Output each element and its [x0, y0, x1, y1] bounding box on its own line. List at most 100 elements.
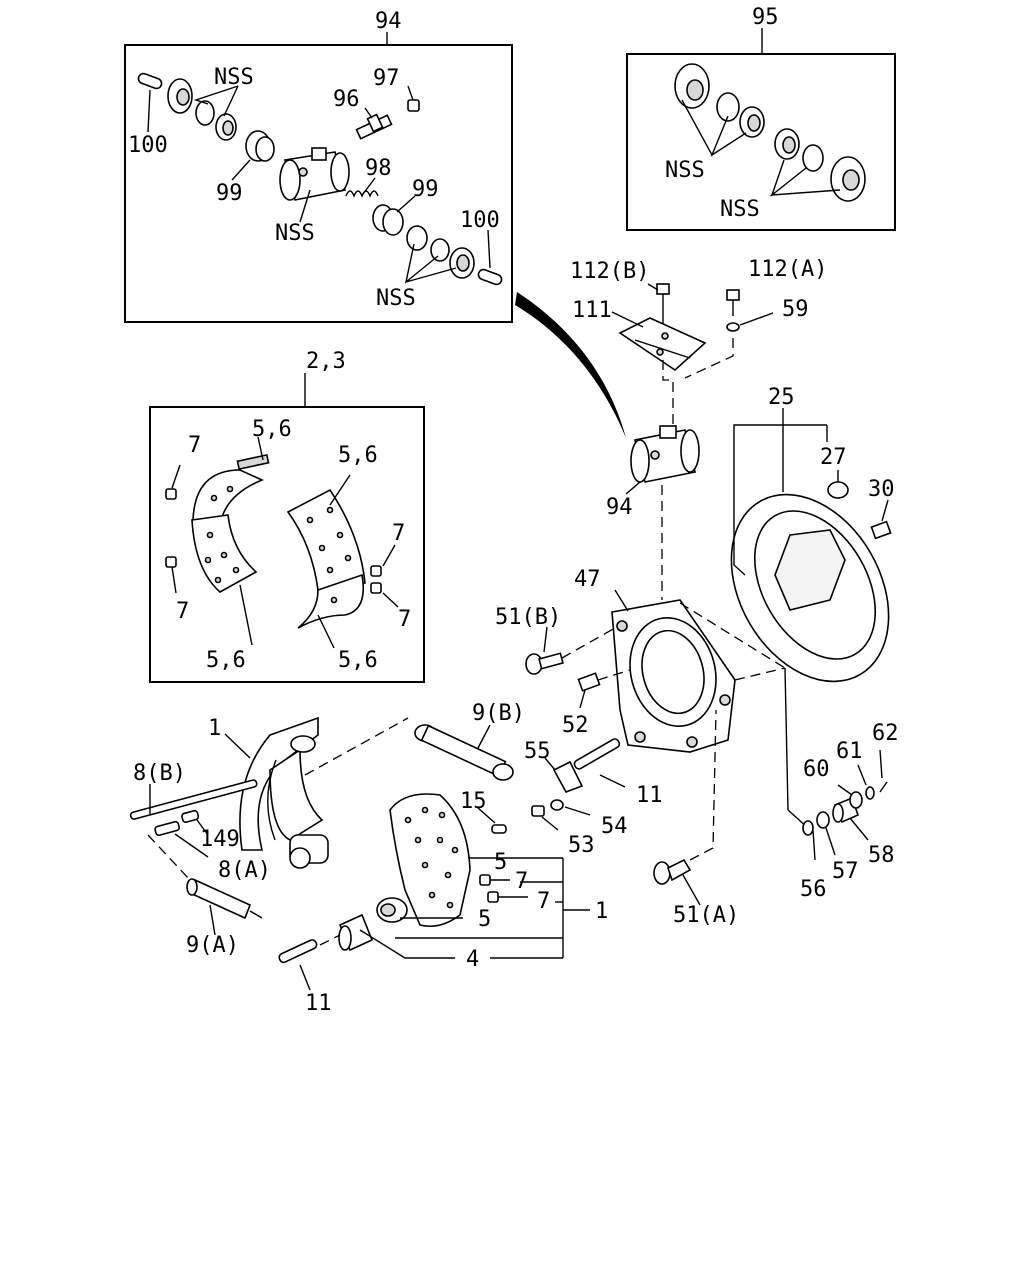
seal-ring-left — [195, 100, 215, 126]
label-52: 52 — [562, 713, 589, 738]
label-112a: 112(A) — [748, 257, 827, 282]
pin-100-left — [137, 72, 163, 90]
label-59: 59 — [782, 297, 809, 322]
label-nss-top: NSS — [214, 65, 254, 90]
rivet-7-a — [165, 488, 177, 500]
label-51a: 51(A) — [673, 903, 739, 928]
pin-11-bottom — [278, 939, 318, 964]
label-7-d: 7 — [398, 607, 411, 632]
label-60: 60 — [803, 757, 830, 782]
spring-98 — [345, 190, 379, 198]
label-5-6-bottom-right: 5,6 — [338, 648, 378, 673]
label-62: 62 — [872, 721, 899, 746]
label-51b: 51(B) — [495, 605, 561, 630]
shoe-assembly-1-left — [239, 716, 329, 869]
label-nss-kit-right: NSS — [720, 197, 760, 222]
pin-15 — [491, 824, 507, 834]
label-5-6-bottom-left: 5,6 — [206, 648, 246, 673]
wheel-cylinder-94 — [630, 425, 700, 483]
label-30: 30 — [868, 477, 895, 502]
bleeder-screw-96 — [355, 113, 393, 140]
label-111: 111 — [572, 298, 612, 323]
part-labels: 94 95 97 96 100 99 98 99 100 NSS NSS NSS… — [128, 5, 899, 1016]
label-7-b: 7 — [176, 599, 189, 624]
label-25: 25 — [768, 385, 795, 410]
bolt-52 — [577, 672, 601, 692]
label-53: 53 — [568, 833, 595, 858]
label-7-c: 7 — [392, 521, 405, 546]
label-149: 149 — [200, 827, 240, 852]
label-96: 96 — [333, 87, 360, 112]
label-8b: 8(B) — [133, 761, 186, 786]
cap-97 — [407, 99, 420, 112]
plate-111 — [618, 317, 707, 372]
label-61: 61 — [836, 739, 863, 764]
pin-8b — [129, 779, 258, 820]
rivet-7-e — [479, 874, 491, 886]
bolt-112b — [656, 283, 670, 295]
brake-shoe-box-group — [149, 373, 425, 683]
label-99-left: 99 — [216, 181, 243, 206]
label-nss-body: NSS — [275, 221, 315, 246]
label-15: 15 — [460, 789, 487, 814]
pin-9b — [414, 724, 514, 781]
washer-61 — [865, 786, 875, 800]
label-2-3: 2,3 — [306, 349, 346, 374]
shoe-right — [286, 488, 366, 629]
shoe-assembly-right — [376, 793, 471, 928]
label-9a: 9(A) — [186, 933, 239, 958]
washer-54 — [550, 799, 564, 811]
washer-59 — [726, 322, 740, 332]
bolt-53 — [531, 805, 545, 817]
label-94-cylinder: 94 — [606, 495, 633, 520]
wheel-cylinder-kit-box — [124, 44, 513, 323]
repair-kit-group — [626, 28, 896, 231]
adjuster-parts — [802, 781, 888, 836]
label-58: 58 — [868, 843, 895, 868]
label-5-6-top-left: 5,6 — [252, 417, 292, 442]
label-4: 4 — [466, 947, 479, 972]
label-1-left: 1 — [208, 716, 221, 741]
rivet-7-f — [487, 891, 499, 903]
bushing-4 — [338, 913, 374, 952]
label-5-upper: 5 — [494, 850, 507, 875]
label-94-kit: 94 — [375, 9, 402, 34]
label-7-a: 7 — [188, 433, 201, 458]
spring-9a — [186, 878, 263, 920]
label-8a: 8(A) — [218, 858, 271, 883]
label-54: 54 — [601, 814, 628, 839]
label-99-right: 99 — [412, 177, 439, 202]
seal-ring-right — [430, 238, 450, 262]
bolt-112a — [726, 289, 740, 301]
shoe-left — [191, 454, 270, 593]
label-27: 27 — [820, 445, 847, 470]
label-100-right: 100 — [460, 208, 500, 233]
label-5-6-top-right: 5,6 — [338, 443, 378, 468]
nut-60 — [849, 791, 863, 809]
rivet-7-b — [165, 556, 177, 568]
repair-kit-box — [626, 53, 896, 231]
label-7-f: 7 — [537, 889, 550, 914]
label-57: 57 — [832, 859, 859, 884]
lever-55 — [552, 760, 584, 793]
bolt-30 — [870, 520, 892, 540]
pin-8a — [154, 820, 181, 837]
rivet-7-d — [370, 582, 382, 594]
pin-149 — [181, 809, 200, 824]
label-112b: 112(B) — [570, 259, 649, 284]
cylinder-body — [279, 147, 350, 201]
label-11-bottom: 11 — [305, 991, 332, 1016]
spring-57 — [816, 811, 830, 829]
cylinder-mount-parts — [611, 283, 774, 600]
plug-27 — [827, 481, 849, 499]
label-97: 97 — [373, 66, 400, 91]
label-5-lower: 5 — [478, 907, 491, 932]
label-47: 47 — [574, 567, 601, 592]
anchor-plate-47 — [611, 599, 736, 753]
brake-shoe-box — [149, 406, 425, 683]
rivet-7-c — [370, 565, 382, 577]
label-9b: 9(B) — [472, 701, 525, 726]
label-nss-kit-left: NSS — [665, 158, 705, 183]
cup-right — [406, 225, 428, 251]
label-95: 95 — [752, 5, 779, 30]
